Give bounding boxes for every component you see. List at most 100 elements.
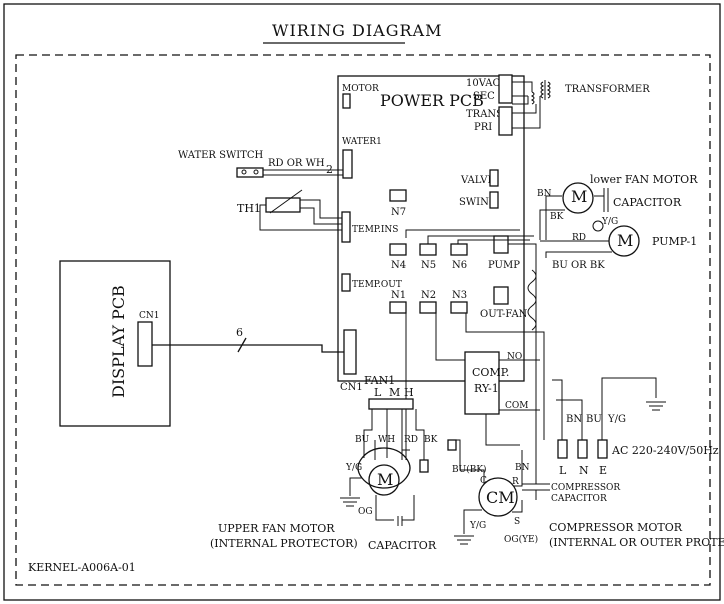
wire-twists	[527, 269, 537, 331]
fan1-connector	[368, 398, 414, 410]
terminal-l	[557, 439, 568, 459]
vac10-label: 10VAC	[466, 78, 500, 89]
upper-wire-bu: BU	[355, 435, 370, 445]
n2-label: N2	[421, 290, 436, 301]
temp-out-connector	[341, 273, 351, 292]
terminal-n-label: N	[579, 464, 589, 477]
fan1-label: FAN1	[364, 374, 395, 387]
temp-ins-connector	[341, 211, 351, 243]
swing-connector	[489, 191, 499, 209]
water-switch-contact-left	[241, 169, 247, 175]
upper-fan-motor-circle	[368, 464, 400, 496]
relay-com-label: COM	[505, 401, 528, 411]
n3-label: N3	[452, 290, 467, 301]
water-switch-wires	[263, 169, 343, 176]
supply-ground	[646, 401, 666, 411]
pump-1: M PUMP-1 RD BU OR BK	[540, 225, 697, 271]
compressor-motor-circle	[478, 477, 518, 517]
compressor-capacitor-line2: CAPACITOR	[551, 494, 607, 504]
lower-fan-motor-circle	[562, 182, 594, 214]
th1-arrow	[269, 189, 303, 214]
n7-label: N7	[391, 207, 406, 218]
sec-connector	[498, 74, 513, 104]
terminal-n	[577, 439, 588, 459]
n2-relay	[419, 301, 437, 314]
th1-body	[265, 197, 301, 213]
upper-wire-rd: RD	[404, 435, 418, 445]
n6-relay	[450, 243, 468, 256]
fan-speed-l: L	[374, 386, 382, 399]
lower-fan-yg: Y/G	[601, 217, 618, 227]
pump-motor-letter: M	[617, 231, 633, 250]
relay-wires	[485, 359, 540, 446]
upper-fan-motor-letter: M	[377, 470, 393, 489]
water-switch-label: WATER SWITCH	[178, 150, 264, 161]
water-switch-body	[236, 167, 264, 178]
compressor-yg: Y/G	[469, 521, 486, 531]
ac-supply-label: AC 220-240V/50Hz	[611, 444, 719, 457]
upper-fan-ground-wire	[349, 477, 362, 496]
upper-fan-ground	[340, 497, 360, 507]
transformer-sec-wires	[512, 81, 535, 105]
n5-label: N5	[421, 260, 436, 271]
display-cn1-connector	[137, 321, 153, 367]
compressor-ground	[454, 535, 474, 545]
wire-count-6: 6	[236, 326, 243, 339]
lower-fan-motor: M lower FAN MOTOR CAPACITOR BN BK Y/G	[537, 173, 698, 240]
compressor-capacitor-symbol	[522, 440, 550, 500]
motor-connector	[342, 93, 351, 109]
water-connector-label: WATER1	[342, 137, 382, 147]
out-fan-connector	[493, 286, 509, 305]
pump-1-label: PUMP-1	[652, 235, 697, 248]
pump-label: PUMP	[488, 260, 520, 271]
compressor-wire-connector	[447, 439, 457, 451]
upper-fan-og: OG	[358, 507, 373, 517]
outer-frame	[3, 3, 721, 601]
transformer-coils	[540, 81, 551, 99]
power-terminals: L N E BN BU Y/G AC 220-240V/50Hz	[552, 377, 719, 477]
display-cn1-label: CN1	[139, 311, 160, 321]
compressor-motor: CM C R S BN BU(BK) Y/G OG(YE) COMPRESSOR…	[447, 439, 724, 549]
lower-fan-bn: BN	[537, 189, 552, 199]
pri-label: PRI	[474, 122, 492, 133]
cn1-connector	[343, 329, 357, 375]
compressor-wires	[452, 439, 523, 534]
display-pcb-board	[59, 260, 171, 427]
power-pcb-board	[337, 75, 525, 382]
lower-fan-capacitor-label: CAPACITOR	[613, 196, 682, 209]
wire-bu-label: BU	[586, 414, 602, 425]
compressor-motor-sub: (INTERNAL OR OUTER PROTECTOR)	[549, 536, 724, 549]
motor-connector-label: MOTOR	[342, 84, 379, 94]
upper-wire-bk: BK	[424, 435, 438, 445]
n7-relay	[389, 189, 407, 202]
trans-label: TRANS	[466, 109, 503, 120]
upper-fan-capacitor	[375, 495, 415, 526]
cable-slash	[237, 337, 247, 353]
valve-connector	[489, 169, 499, 187]
power-pcb-title: POWER PCB	[380, 91, 484, 110]
lower-fan-motor-letter: M	[571, 187, 587, 206]
cn1-label: CN1	[340, 382, 363, 393]
lower-fan-wires	[539, 195, 565, 240]
comp-relay-line1: COMP.	[472, 366, 509, 379]
comp-relay-box	[464, 351, 500, 415]
pump-rd: RD	[572, 233, 586, 243]
bu-or-bk-label: BU OR BK	[552, 260, 605, 271]
upper-fan-wire-connector	[419, 459, 429, 473]
compressor-og-ye: OG(YE)	[504, 534, 538, 545]
water-switch-contact-right	[253, 169, 259, 175]
n3-relay	[450, 301, 468, 314]
n4-relay	[389, 243, 407, 256]
n4-label: N4	[391, 260, 406, 271]
display-pcb-label: DISPLAY PCB	[109, 285, 128, 398]
n6-label: N6	[452, 260, 467, 271]
wire-bn-label: BN	[566, 414, 582, 425]
wire-yg-label: Y/G	[607, 414, 626, 425]
compressor-motor-label: COMPRESSOR MOTOR	[549, 521, 683, 534]
water-switch: WATER SWITCH RD OR WH 2	[178, 150, 343, 178]
power-pcb: POWER PCB MOTOR WATER1 TEMP.INS TEMP.OUT…	[337, 74, 528, 393]
valve-label: VALVE	[460, 175, 495, 186]
water-connector	[342, 149, 353, 179]
terminal-e-label: E	[599, 464, 607, 477]
